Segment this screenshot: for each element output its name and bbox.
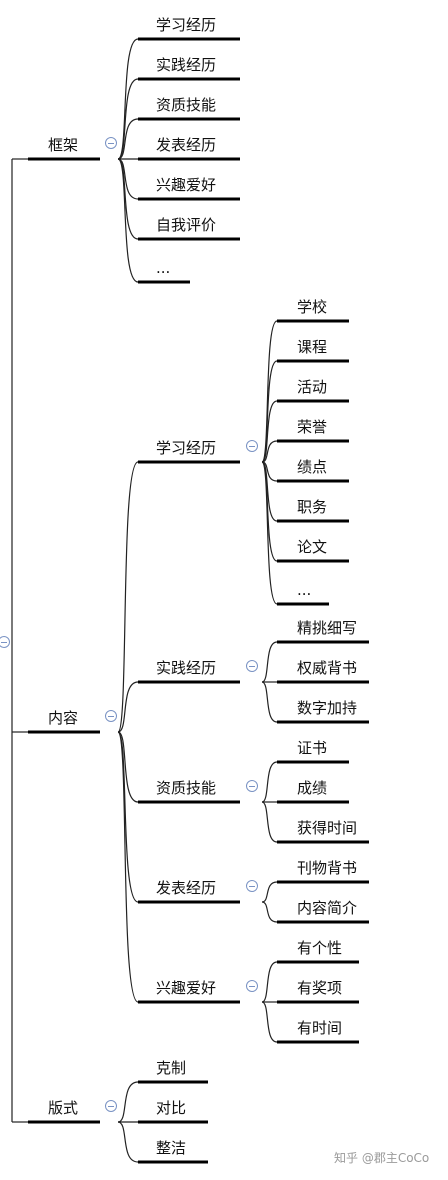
collapse-icon[interactable]	[246, 780, 258, 792]
branch-curve	[117, 731, 139, 803]
topic-node[interactable]: 兴趣爱好	[156, 176, 217, 194]
subtopic-node[interactable]: 有奖项	[297, 979, 343, 997]
collapse-icon[interactable]	[246, 660, 258, 672]
collapse-icon[interactable]	[246, 440, 258, 452]
subtopic-node[interactable]: 课程	[297, 338, 328, 356]
subtopic-node[interactable]: 内容简介	[297, 899, 358, 917]
sub-branch-curve	[261, 1001, 278, 1043]
subtopic-node[interactable]: 绩点	[297, 458, 328, 476]
branch-curve	[117, 461, 139, 733]
sub-branch-curve	[261, 641, 278, 683]
topic-node[interactable]: 克制	[156, 1059, 187, 1077]
collapse-icon[interactable]	[246, 980, 258, 992]
subtopic-node[interactable]: 获得时间	[297, 819, 358, 837]
branch-curve	[117, 681, 139, 733]
topic-node[interactable]: 整洁	[156, 1139, 187, 1157]
topic-node[interactable]: ...	[156, 259, 171, 277]
sub-branch-curve	[261, 801, 278, 843]
subtopic-node[interactable]: ...	[297, 581, 312, 599]
branch-curve	[117, 1121, 139, 1163]
branch-node[interactable]: 内容	[48, 709, 79, 727]
sub-branch-curve	[261, 761, 278, 803]
root-collapse-icon[interactable]	[0, 636, 10, 648]
sub-branch-curve	[261, 681, 278, 723]
topic-node[interactable]: 对比	[156, 1099, 187, 1117]
subtopic-node[interactable]: 数字加持	[297, 699, 358, 717]
subtopic-node[interactable]: 权威背书	[297, 659, 358, 677]
sub-branch-curve	[261, 901, 278, 923]
subtopic-node[interactable]: 有时间	[297, 1019, 343, 1037]
branch-curve	[117, 38, 139, 160]
subtopic-node[interactable]: 活动	[297, 378, 328, 396]
branch-node[interactable]: 版式	[48, 1099, 79, 1117]
collapse-icon[interactable]	[105, 1100, 117, 1112]
subtopic-node[interactable]: 证书	[297, 739, 328, 757]
watermark: 知乎 @郡主CoCo	[334, 1151, 430, 1165]
branch-curve	[117, 118, 139, 160]
collapse-icon[interactable]	[105, 710, 117, 722]
topic-node[interactable]: 发表经历	[156, 136, 217, 154]
sub-branch-curve	[261, 881, 278, 903]
branch-curve	[117, 1081, 139, 1123]
topic-node[interactable]: 发表经历	[156, 879, 217, 897]
topic-node[interactable]: 自我评价	[156, 216, 217, 234]
topic-node[interactable]: 学习经历	[156, 439, 217, 457]
branch-curve	[117, 78, 139, 160]
subtopic-node[interactable]: 荣誉	[297, 418, 328, 436]
branch-curve	[117, 731, 139, 903]
topic-node[interactable]: 实践经历	[156, 659, 217, 677]
subtopic-node[interactable]: 成绩	[297, 779, 328, 797]
collapse-icon[interactable]	[105, 137, 117, 149]
topic-node[interactable]: 资质技能	[156, 96, 217, 114]
topic-node[interactable]: 资质技能	[156, 779, 217, 797]
subtopic-node[interactable]: 刊物背书	[297, 859, 358, 877]
subtopic-node[interactable]: 职务	[297, 498, 328, 516]
sub-branch-curve	[261, 461, 278, 605]
branch-curve	[117, 158, 139, 283]
topic-node[interactable]: 实践经历	[156, 56, 217, 74]
subtopic-node[interactable]: 论文	[297, 538, 328, 556]
sub-branch-curve	[261, 440, 278, 463]
sub-branch-curve	[261, 961, 278, 1003]
topic-node[interactable]: 学习经历	[156, 16, 217, 34]
branch-node[interactable]: 框架	[48, 136, 79, 154]
sub-branch-curve	[261, 400, 278, 463]
branch-curve	[117, 731, 139, 1003]
collapse-icon[interactable]	[246, 880, 258, 892]
subtopic-node[interactable]: 有个性	[297, 939, 343, 957]
subtopic-node[interactable]: 精挑细写	[297, 619, 358, 637]
subtopic-node[interactable]: 学校	[297, 298, 328, 316]
topic-node[interactable]: 兴趣爱好	[156, 979, 217, 997]
